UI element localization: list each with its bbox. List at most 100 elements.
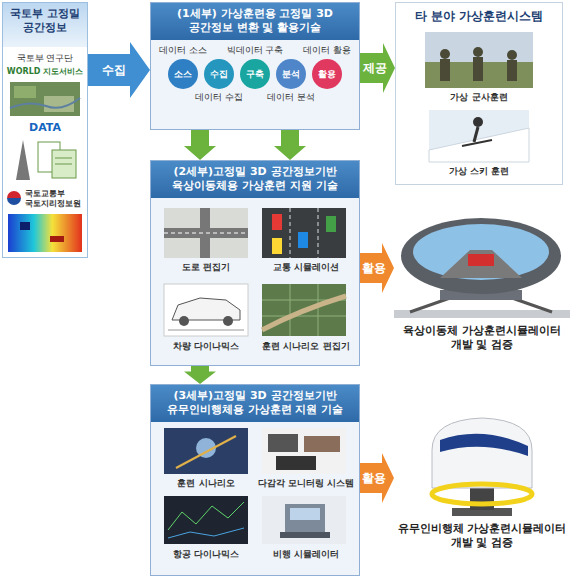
monitoring-image [262, 428, 346, 474]
block-arrow [184, 130, 216, 160]
flight-scenario-image [176, 436, 236, 468]
road-editor-image [164, 208, 248, 258]
ski-training-image [462, 140, 492, 146]
box-fill [150, 160, 360, 366]
node-text: 항공 다이나믹스 [156, 549, 256, 560]
flight-dynamics-image [164, 496, 248, 544]
monitoring-image [276, 456, 316, 470]
box-fill [395, 2, 563, 185]
step-circle: 구축빅데이터 구축 [240, 59, 270, 89]
node-text: 가상 군사훈련 [400, 92, 558, 103]
ground-simulator-image [394, 218, 570, 318]
node-text: 교통 시뮬레이션 [256, 262, 356, 273]
box-fill [2, 2, 88, 258]
traffic-simulation-image [272, 214, 282, 230]
military-training-image [425, 32, 533, 88]
monitoring-image [268, 434, 298, 452]
arrow-label: 수집 [102, 63, 126, 77]
node-title: 구축 [240, 59, 270, 89]
military-training-image [473, 47, 483, 57]
node-text: 비행 시뮬레이터 [256, 549, 356, 560]
block-arrow [274, 130, 306, 160]
traffic-simulation-image [326, 216, 336, 232]
flight-simulator-thumb [285, 504, 325, 532]
vehicle-dynamics-image [179, 316, 189, 326]
node-title: 육상이동체 가상훈련시뮬레이터 개발 및 검증 [394, 324, 570, 352]
military-training-image [440, 59, 450, 81]
data-icons [55, 158, 72, 159]
data-icons [55, 164, 72, 165]
scenario-editor-image [262, 284, 346, 336]
box-fill [150, 2, 360, 40]
block-arrow [184, 366, 216, 384]
scenario-editor-image [262, 284, 346, 336]
step-circle: 활용데이터 활용 [312, 59, 342, 89]
traffic-simulation-image [298, 232, 308, 248]
ground-simulator-image [413, 224, 549, 280]
node-title: 소스 [168, 59, 198, 89]
satellite-map [10, 82, 80, 116]
flight-simulator-thumb [262, 496, 346, 544]
node-title: (2세부)고정밀 3D 공간정보기반 육상이동체용 가상훈련 지원 기술 [155, 165, 355, 193]
satellite-map [10, 82, 80, 116]
node-text: 빅데이터 구축 [225, 45, 285, 56]
box-fill [2, 2, 563, 576]
traffic-simulation-image [290, 208, 291, 258]
box-fill [3, 3, 87, 47]
traffic-simulation-image [262, 208, 346, 258]
road-editor-image [164, 208, 248, 258]
ground-simulator-image [468, 254, 494, 266]
node-text: 가상 스키 훈련 [400, 166, 558, 177]
flight-dynamics-image [168, 528, 244, 538]
data-icons [16, 140, 30, 180]
node-text: 데이터 수집 [189, 92, 249, 103]
lidar-map [50, 236, 64, 242]
ski-training-image [429, 110, 529, 162]
data-icons [16, 140, 76, 180]
result-figure: 유무인비행체 가상훈련시뮬레이터 개발 및 검증 [394, 414, 570, 568]
ground-simulator-image [512, 298, 552, 312]
box-fill [150, 384, 360, 422]
scenario-editor-image [262, 284, 346, 336]
step-circle: 수집데이터 수집 [204, 59, 234, 89]
lidar-map [20, 222, 30, 230]
source-panel: 국토부 고정밀 공간정보국토부 연구단WORLD 지도서비스DATA국토교통부 … [2, 2, 88, 258]
block-arrow [360, 43, 395, 93]
node-title: 국토부 고정밀 공간정보 [6, 7, 84, 35]
ground-simulator-image [394, 310, 570, 318]
node-text: DATA [9, 121, 81, 135]
military-training-image [507, 50, 517, 60]
satellite-map [10, 98, 80, 108]
monitoring-image [262, 428, 346, 474]
arrow-label: 활용 [362, 471, 386, 485]
military-training-image [440, 49, 450, 59]
box-fill [150, 2, 360, 130]
subproject-box: (2세부)고정밀 3D 공간정보기반 육상이동체용 가상훈련 지원 기술도로 편… [150, 160, 360, 366]
lidar-map [8, 214, 82, 252]
node-title: 유무인비행체 가상훈련시뮬레이터 개발 및 검증 [394, 522, 570, 550]
arrow-label: 활용 [362, 261, 386, 275]
node-text: 훈련 시나리오 [156, 478, 256, 489]
ski-training-image [474, 127, 478, 142]
ski-training-image [473, 117, 483, 127]
traffic-simulation-image [318, 208, 319, 258]
box-fill [150, 160, 360, 198]
traffic-simulation-image [272, 238, 282, 254]
ski-training-image [429, 128, 529, 162]
monitoring-image [304, 436, 340, 452]
block-arrow [360, 243, 394, 293]
node-text: 도로 편집기 [156, 262, 256, 273]
vehicle-dynamics-image [164, 284, 248, 336]
military-training-image [473, 57, 483, 81]
satellite-map [14, 86, 36, 98]
node-text: 데이터 소스 [153, 45, 213, 56]
military-training-image [425, 32, 533, 88]
air-simulator-image [432, 418, 532, 516]
ground-simulator-image [401, 218, 561, 294]
vehicle-dynamics-image [223, 316, 233, 326]
node-text: 다감각 모니터링 시스템 [256, 478, 356, 489]
step-circle: 분석데이터 분석 [276, 59, 306, 89]
result-figure: 육상이동체 가상훈련시뮬레이터 개발 및 검증 [394, 212, 570, 366]
flight-dynamics-image [164, 496, 248, 544]
